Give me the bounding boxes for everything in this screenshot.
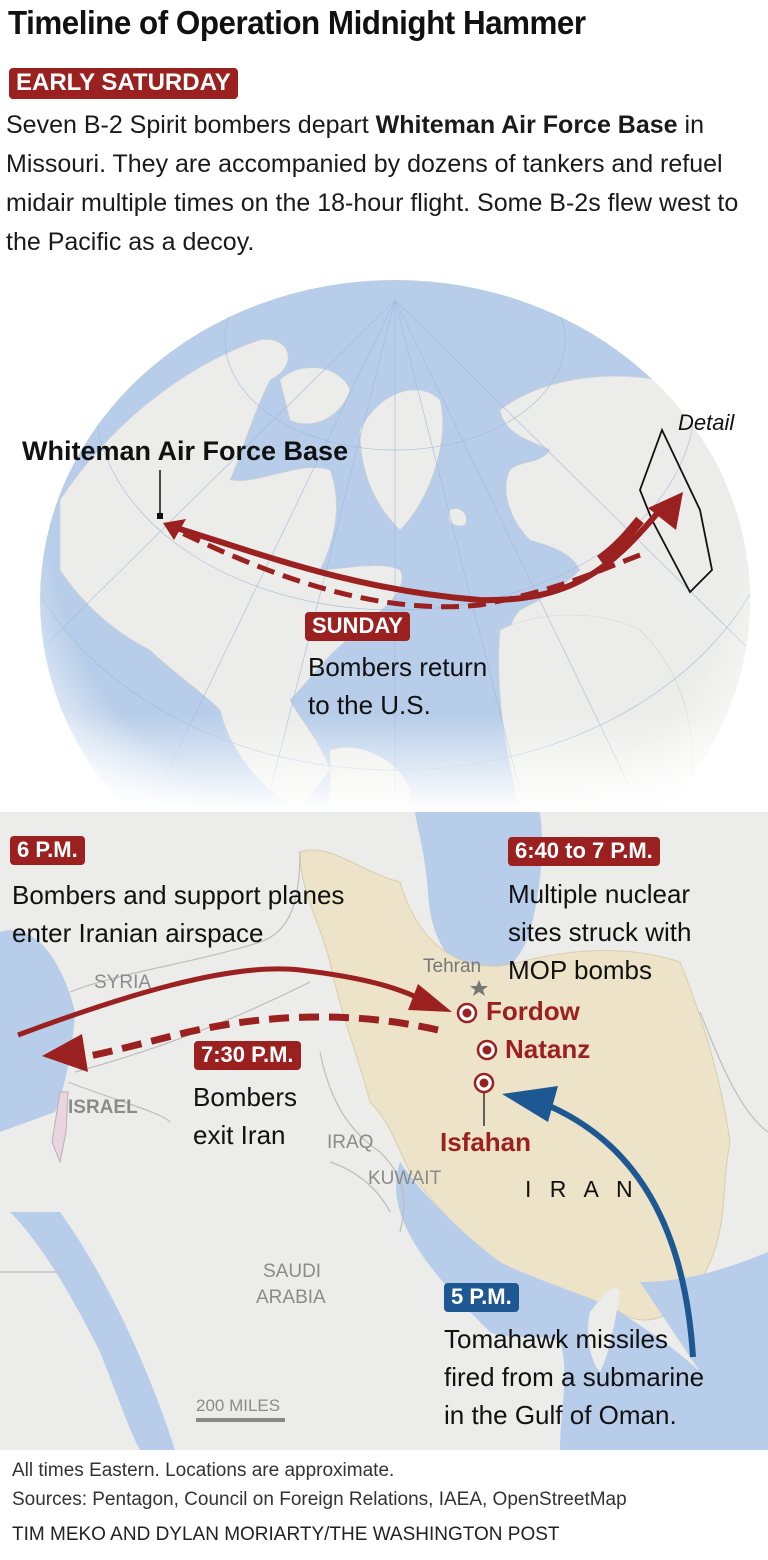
whiteman-label: Whiteman Air Force Base [22,436,349,466]
scale-bar [196,1418,285,1422]
event-640pm-badge: 6:40 to 7 P.M. [508,837,660,866]
page-title: Timeline of Operation Midnight Hammer [8,4,586,41]
event-6pm-line1: Bombers and support planes [12,880,345,910]
isfahan-marker [473,1072,495,1094]
intro-text-bold: Whiteman Air Force Base [375,111,678,139]
inbound-arrowhead [408,984,452,1012]
natanz-label: Natanz [505,1034,591,1064]
event-6pm-badge: 6 P.M. [10,836,85,865]
persian-gulf [396,1162,768,1450]
event-640pm-line2: sites struck with [508,917,692,947]
intro-text-after: in Missouri. They are accompanied by doz… [6,111,739,256]
detail-label: Detail [678,410,735,435]
detail-region-outline [639,427,713,594]
event-5pm-line2: fired from a submarine [444,1362,705,1392]
event-5pm-line3: in the Gulf of Oman. [444,1400,677,1430]
intro-text-before: Seven B-2 Spirit bombers depart [6,111,376,139]
event-730pm-line1: Bombers [193,1082,298,1112]
red-sea [10,1212,175,1450]
tehran-label: Tehran [423,956,482,977]
return-arrowhead [163,519,186,540]
saudi-label-line2: ARABIA [256,1287,326,1308]
exit-flight-path [79,1013,439,1062]
footer-sources: Sources: Pentagon, Council on Foreign Re… [12,1489,627,1510]
kuwait-label: KUWAIT [368,1168,442,1189]
footer-credit: TIM MEKO AND DYLAN MORIARTY/THE WASHINGT… [12,1524,560,1545]
syria-label: SYRIA [94,972,152,993]
natanz-marker [476,1039,498,1061]
tomahawk-path [538,1099,696,1358]
return-text-line2: to the U.S. [308,690,431,720]
tomahawk-arrowhead [502,1086,558,1122]
detail-map [0,812,768,1450]
intro-paragraph: Seven B-2 Spirit bombers depart Whiteman… [6,106,766,262]
scale-label: 200 MILES [196,1396,281,1415]
fordow-label: Fordow [486,996,580,1026]
fordow-marker [456,1002,478,1024]
outbound-arrowhead [648,492,683,530]
iraq-label: IRAQ [327,1132,374,1153]
exit-arrowhead [42,1034,88,1072]
israel-label: ISRAEL [68,1097,138,1118]
isfahan-label: Isfahan [440,1127,532,1157]
return-flight-path [178,529,641,610]
saudi-label-line1: SAUDI [263,1261,322,1282]
event-640pm-line3: MOP bombs [508,955,653,985]
return-text-line1: Bombers return [308,652,488,682]
event-730pm-badge: 7:30 P.M. [194,1041,301,1070]
sunday-badge: SUNDAY [305,612,410,641]
outbound-flight-path [167,507,663,604]
globe-map [0,279,768,810]
event-5pm-line1: Tomahawk missiles [444,1324,668,1354]
event-6pm-line2: enter Iranian airspace [12,918,264,948]
event-730pm-line2: exit Iran [193,1120,286,1150]
israel-land [51,1091,69,1164]
inbound-flight-path [17,966,432,1038]
tehran-star-icon [470,980,488,996]
event-5pm-badge: 5 P.M. [444,1283,519,1312]
event-640pm-line1: Multiple nuclear [508,879,691,909]
footer-note: All times Eastern. Locations are approxi… [12,1460,395,1481]
whiteman-marker [157,513,163,519]
iran-label: I R A N [525,1176,639,1202]
early-saturday-badge: EARLY SATURDAY [9,68,238,99]
